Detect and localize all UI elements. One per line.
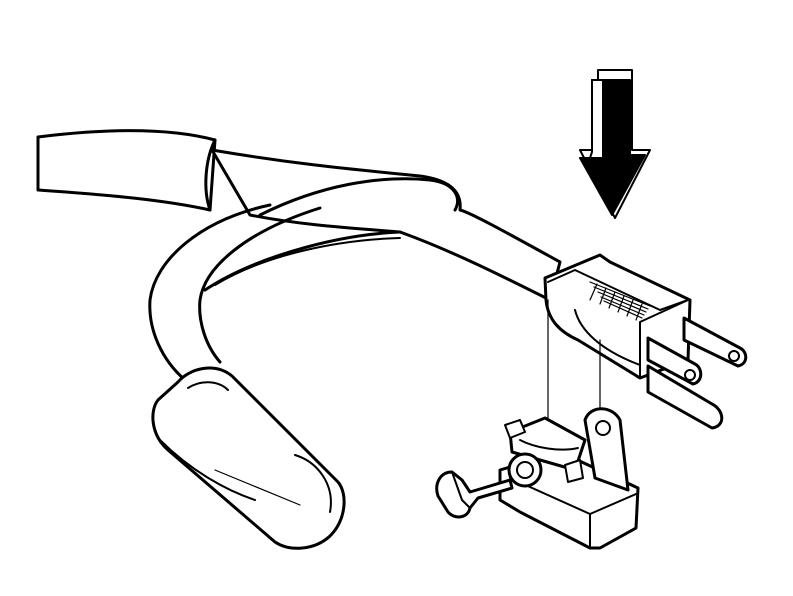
- cord-loop-upper: [258, 177, 460, 217]
- cord-jacket-end: [204, 138, 217, 212]
- cap-lower-rim: [159, 439, 256, 501]
- plug-front-face: [639, 299, 689, 379]
- arrow-highlight: [588, 79, 604, 159]
- clamp-screw-head-edge: [451, 471, 471, 509]
- cord-descent-inner: [198, 206, 322, 364]
- cap-ridge-top: [187, 381, 229, 391]
- cord-end-cap: [151, 366, 346, 550]
- down-arrow-icon: [579, 69, 651, 219]
- plug-grip-ridges: [589, 281, 651, 321]
- cord-jacket: [36, 129, 217, 212]
- cord-descent-outer: [148, 203, 272, 382]
- plug-side-edge: [574, 309, 641, 366]
- plug-prong-ground: [646, 364, 724, 430]
- cord-loop-inner-line: [214, 237, 401, 286]
- cap-detail-line: [214, 469, 301, 506]
- clamp-saddle-curve: [519, 439, 579, 451]
- cord-main-run: [210, 148, 562, 302]
- prong-top-hole: [728, 350, 740, 362]
- cord-clamp-bracket: [435, 407, 640, 550]
- prong-middle-hole: [684, 369, 696, 381]
- clamp-screw-hub-inner: [516, 461, 534, 479]
- cap-face-edge: [294, 454, 332, 513]
- clamp-lug-right: [564, 459, 584, 483]
- clamp-lug-left: [504, 419, 526, 439]
- clamp-upright-hole: [595, 420, 611, 436]
- power-cord: [36, 129, 562, 382]
- arrow-front-face: [579, 79, 646, 216]
- plug-top-face: [547, 269, 689, 311]
- three-prong-plug: [543, 253, 748, 430]
